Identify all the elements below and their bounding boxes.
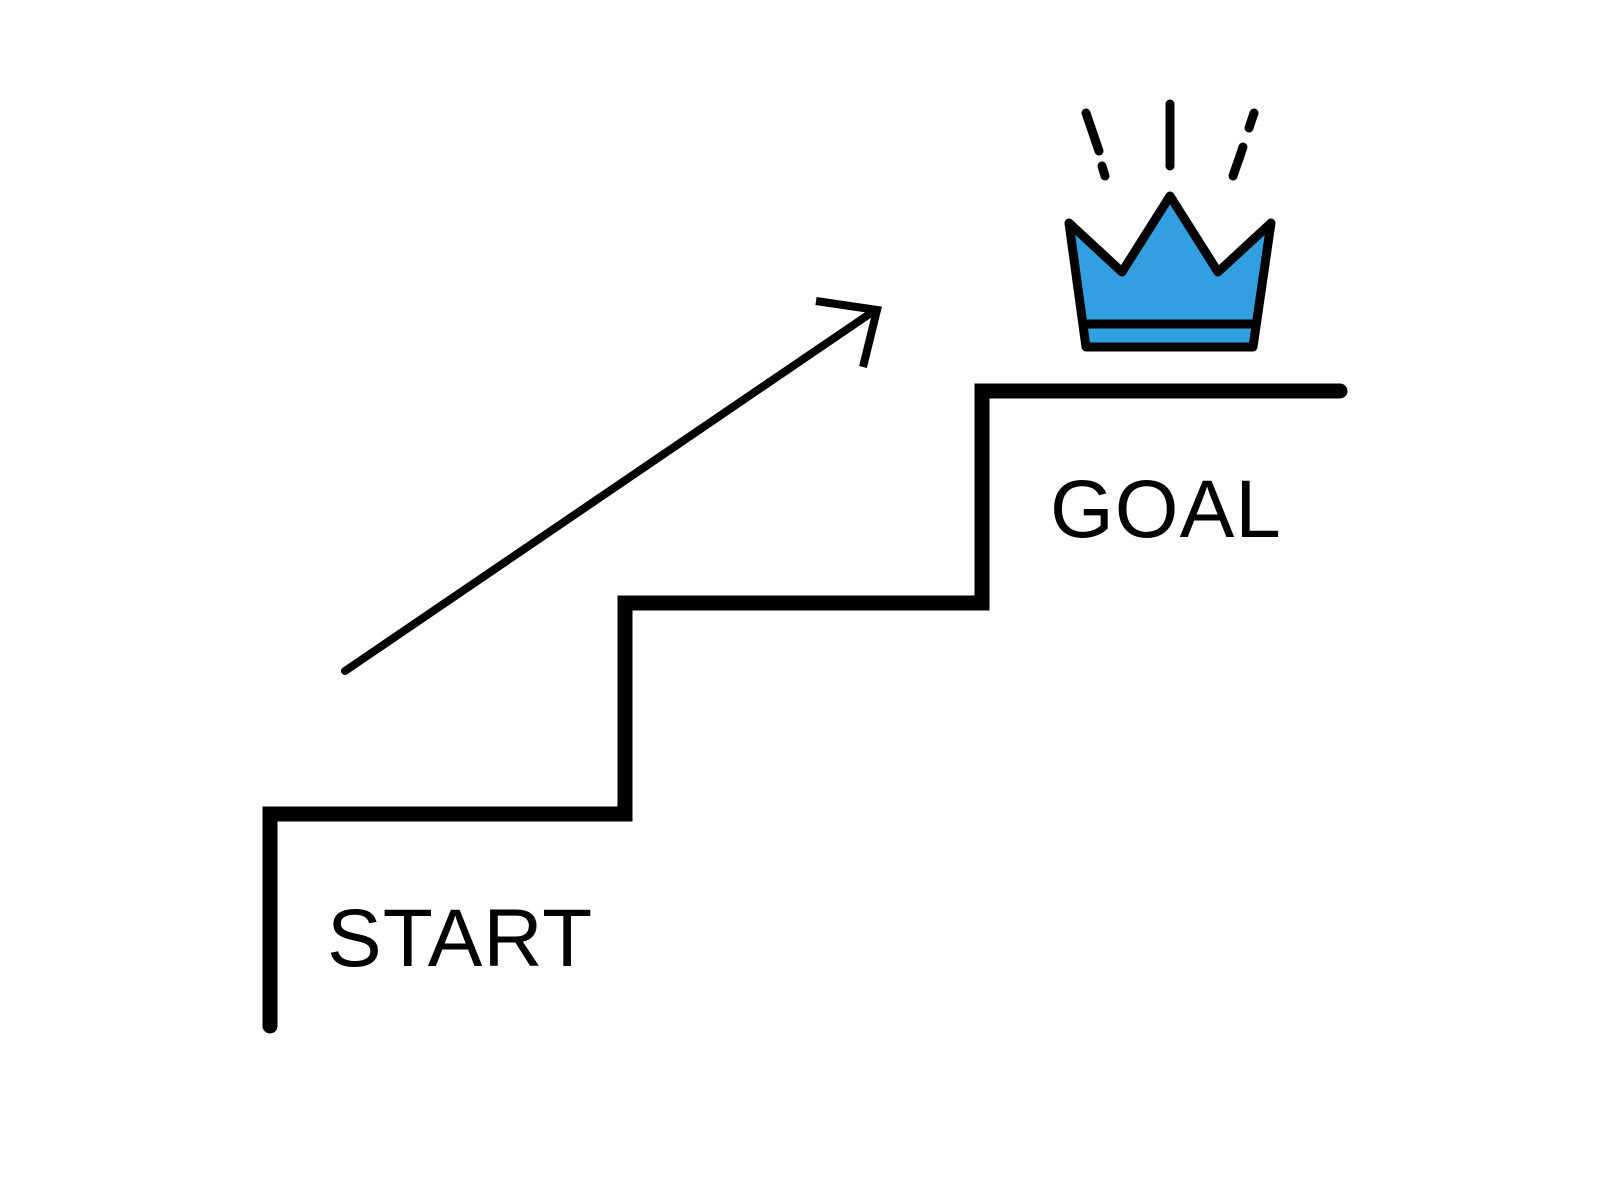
up-right-arrow-icon — [341, 297, 882, 675]
sparkle-lines-icon — [1081, 99, 1259, 181]
crown-icon — [1064, 191, 1276, 352]
start-label: START — [327, 893, 593, 984]
staircase-line — [262, 383, 1348, 1034]
goal-label: GOAL — [1050, 464, 1282, 555]
